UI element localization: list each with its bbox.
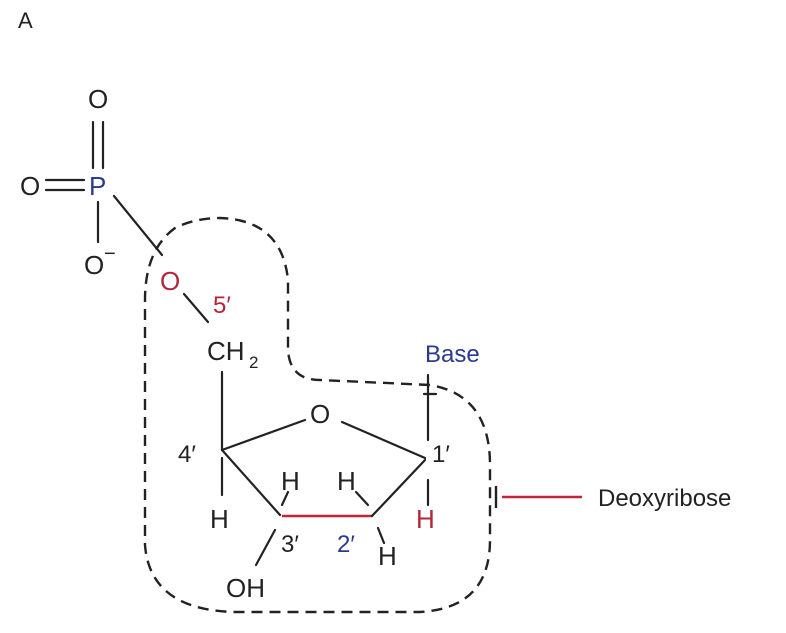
atom-ch2: CH <box>207 336 245 366</box>
locant-2-prime: 2′ <box>337 531 355 558</box>
bond-c4-c3 <box>220 448 282 517</box>
atom-h-c2-down: H <box>378 541 397 571</box>
bond-c2-h <box>354 490 370 507</box>
atom-ring-o: O <box>310 399 330 429</box>
bond-c3-h <box>280 490 290 507</box>
locant-1-prime: 1′ <box>432 441 450 468</box>
atom-h-c1: H <box>416 504 435 534</box>
atom-p: P <box>89 171 106 201</box>
group-oh: OH <box>226 573 265 603</box>
locant-3-prime: 3′ <box>281 531 299 558</box>
bond-c2-c1 <box>370 458 427 518</box>
locant-5-prime: 5′ <box>213 292 231 319</box>
bond-ring-o-c1 <box>340 420 427 460</box>
deoxyribose-label: Deoxyribose <box>598 485 731 512</box>
atom-ch2-subscript: 2 <box>249 353 258 372</box>
panel-label: A <box>18 8 33 33</box>
bond-c3-oh <box>254 528 277 567</box>
bond-c4-ring-o <box>220 418 307 452</box>
atom-o-minus: O <box>84 250 104 280</box>
atom-h-c4: H <box>210 504 229 534</box>
atom-o-link: O <box>160 266 180 296</box>
bond-p-o-link <box>112 194 164 257</box>
charge-minus: − <box>104 243 116 265</box>
atom-o-top: O <box>88 84 108 114</box>
bond-o-c5 <box>182 292 210 324</box>
atom-h-c3-up: H <box>281 466 300 496</box>
locant-4-prime: 4′ <box>178 441 196 468</box>
atom-o-double: O <box>20 171 40 201</box>
deoxyribose-dashed-outline <box>143 216 492 614</box>
atom-h-c2-up: H <box>337 466 356 496</box>
bond-c2-h-down <box>376 526 386 545</box>
base-label: Base <box>425 341 480 368</box>
